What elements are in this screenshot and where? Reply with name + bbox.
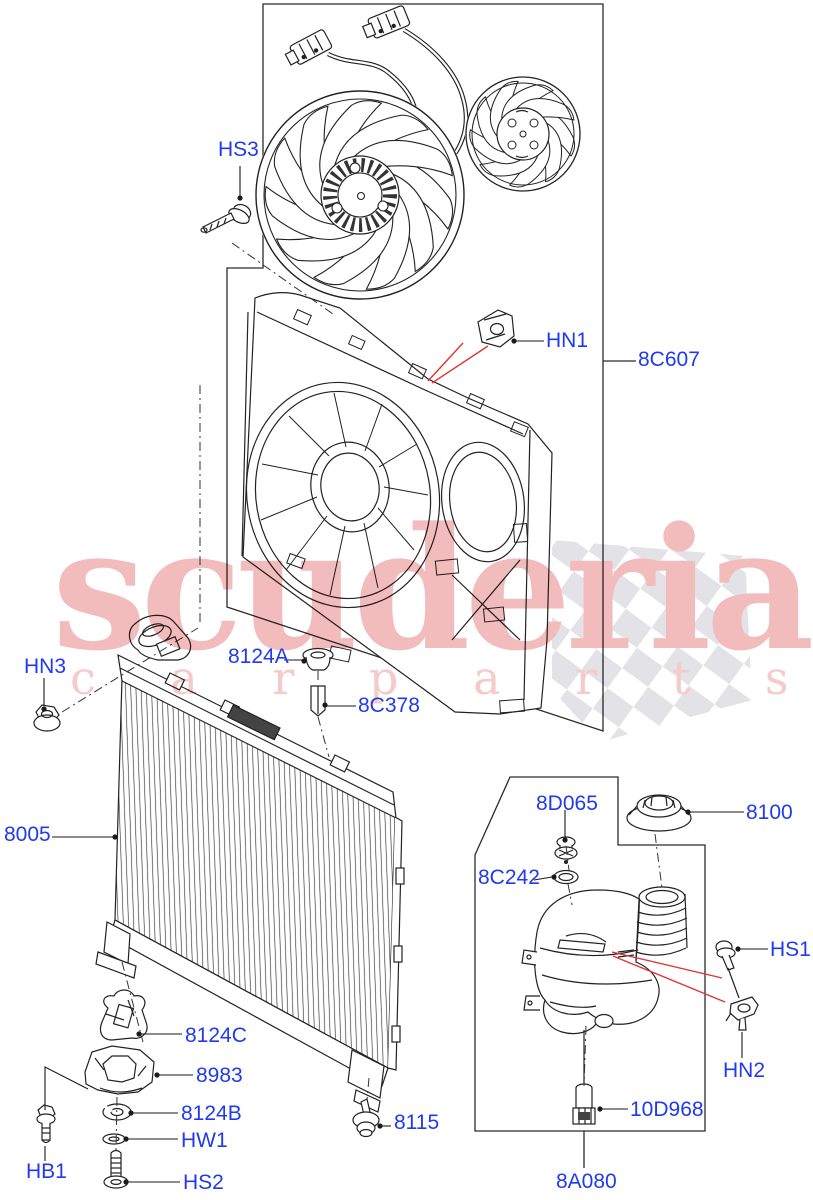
callout-8115: 8115 [394,1111,440,1134]
fan-wiring [284,5,469,160]
callout-10D968: 10D968 [630,1098,704,1121]
watermark-brand-text: scuderia [52,490,811,688]
callout-8A080: 8A080 [556,1170,617,1193]
cooling-fan-small [465,76,581,192]
bolt-HS3 [200,203,252,234]
callout-HN2: HN2 [723,1059,766,1082]
clip-nut-HN2 [725,996,759,1031]
connector-left [284,29,333,66]
grommet-8124A [302,647,334,671]
leader-lines [41,166,768,1185]
radiator-lower-mount-parts [36,989,155,1189]
watermark: scuderia c a r p a r t s [52,490,813,742]
radiator-inlet [128,614,192,661]
callout-8005: 8005 [4,823,51,846]
callout-HN3: HN3 [24,655,67,678]
callout-8983: 8983 [196,1064,243,1087]
pin-8C378 [310,685,326,717]
bolt-HS1 [715,940,740,999]
alignment-lines [61,242,663,1152]
screw-HS2 [103,1149,129,1189]
red-pointer-lines [427,342,726,1003]
callout-8124C: 8124C [185,1024,247,1047]
callout-HS1: HS1 [770,938,811,961]
callout-8C378: 8C378 [358,694,420,717]
callout-8D065: 8D065 [536,792,598,815]
watermark-subtitle-text: c a r p a r t s [70,651,813,705]
washer-HW1 [102,1133,126,1145]
callout-HW1: HW1 [181,1129,228,1152]
drain-plug-8115 [352,1098,380,1138]
sensor-10D968 [572,1030,596,1125]
callout-8124A: 8124A [228,645,289,668]
checkered-flag-watermark [552,540,752,742]
clip-HN1 [477,309,515,348]
isolator-8124C [99,989,148,1041]
tank-enclosure-box [474,776,706,1168]
cap-8100 [626,794,692,832]
nut-HN3 [33,704,61,732]
callout-8124B: 8124B [181,1102,242,1125]
bracket-8983 [84,1045,155,1095]
cooling-fan-large [255,90,465,300]
connector-right [361,5,411,39]
radiator-drawing [95,614,405,1113]
callout-8C242: 8C242 [478,866,540,889]
callout-HN1: HN1 [546,329,589,352]
callout-HB1: HB1 [26,1160,67,1183]
fan-module-enclosure-box [226,3,636,732]
callout-HS2: HS2 [183,1171,224,1194]
valve-8D065 [554,836,578,864]
loose-hardware [33,203,515,732]
bolt-HB1 [36,1104,56,1144]
callout-HS3: HS3 [218,138,259,161]
callout-8100: 8100 [746,801,793,824]
callout-8C607: 8C607 [638,348,700,371]
expansion-tank-drawing [521,794,759,1125]
shroud-spokes [260,392,429,596]
oring-8C242 [553,869,579,885]
